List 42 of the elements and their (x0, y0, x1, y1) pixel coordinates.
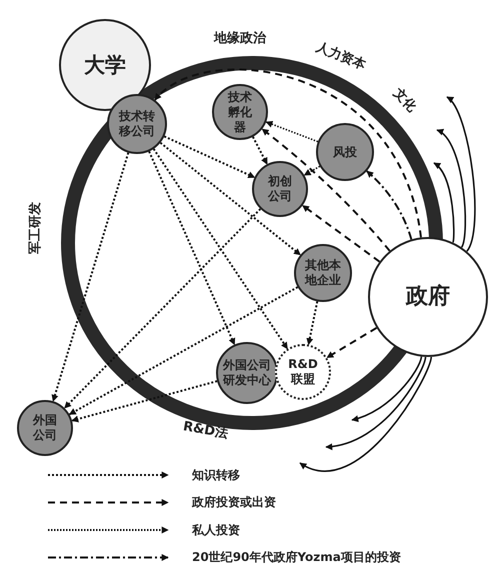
organization-circle: 技术转移公司 (107, 94, 167, 154)
organization-circle: 初创公司 (252, 161, 308, 217)
ring-label: 文化 (389, 84, 420, 116)
ring-label: 地缘政治 (214, 30, 266, 47)
arrow (366, 170, 412, 240)
arrow (148, 151, 236, 346)
organization-circle: 外国公司 (17, 400, 73, 456)
arrow (304, 166, 320, 176)
legend-text: 20世纪90年代政府Yozma项目的投资 (192, 549, 401, 566)
arrow (433, 162, 455, 243)
arrow (64, 208, 262, 409)
arrow (252, 136, 268, 165)
arrow (436, 129, 466, 248)
arrow (266, 120, 318, 142)
organization-circle: 外国公司研发中心 (216, 342, 278, 404)
arrow (154, 68, 422, 238)
legend-text: 私人投资 (192, 522, 240, 538)
organization-circle: 技术孵化器 (212, 84, 268, 140)
arrow (160, 142, 301, 256)
arrow (325, 356, 426, 450)
organization-circle: 政府 (368, 237, 488, 357)
arrow (52, 152, 130, 402)
arrow (152, 148, 288, 350)
arrow (326, 327, 378, 358)
arrow (68, 286, 298, 416)
arrow (164, 136, 256, 178)
arrow (262, 128, 390, 252)
arrow (306, 301, 318, 346)
arrow (351, 356, 422, 422)
legend-text: 政府投资或出资 (192, 494, 276, 511)
ring-label: 军工研发 (27, 202, 44, 254)
legend-text: 知识转移 (192, 466, 240, 484)
organization-circle: 其他本地企业 (294, 244, 352, 302)
arrow (302, 204, 380, 262)
organization-circle: R&D联盟 (275, 344, 331, 400)
arrow (446, 96, 476, 252)
arrow (299, 356, 432, 472)
ring-label: 人力资本 (314, 38, 368, 74)
arrow (71, 380, 218, 422)
organization-circle: 大学 (59, 19, 151, 111)
ring-label: R&D法 (181, 418, 229, 443)
organization-circle: 风投 (316, 123, 374, 181)
